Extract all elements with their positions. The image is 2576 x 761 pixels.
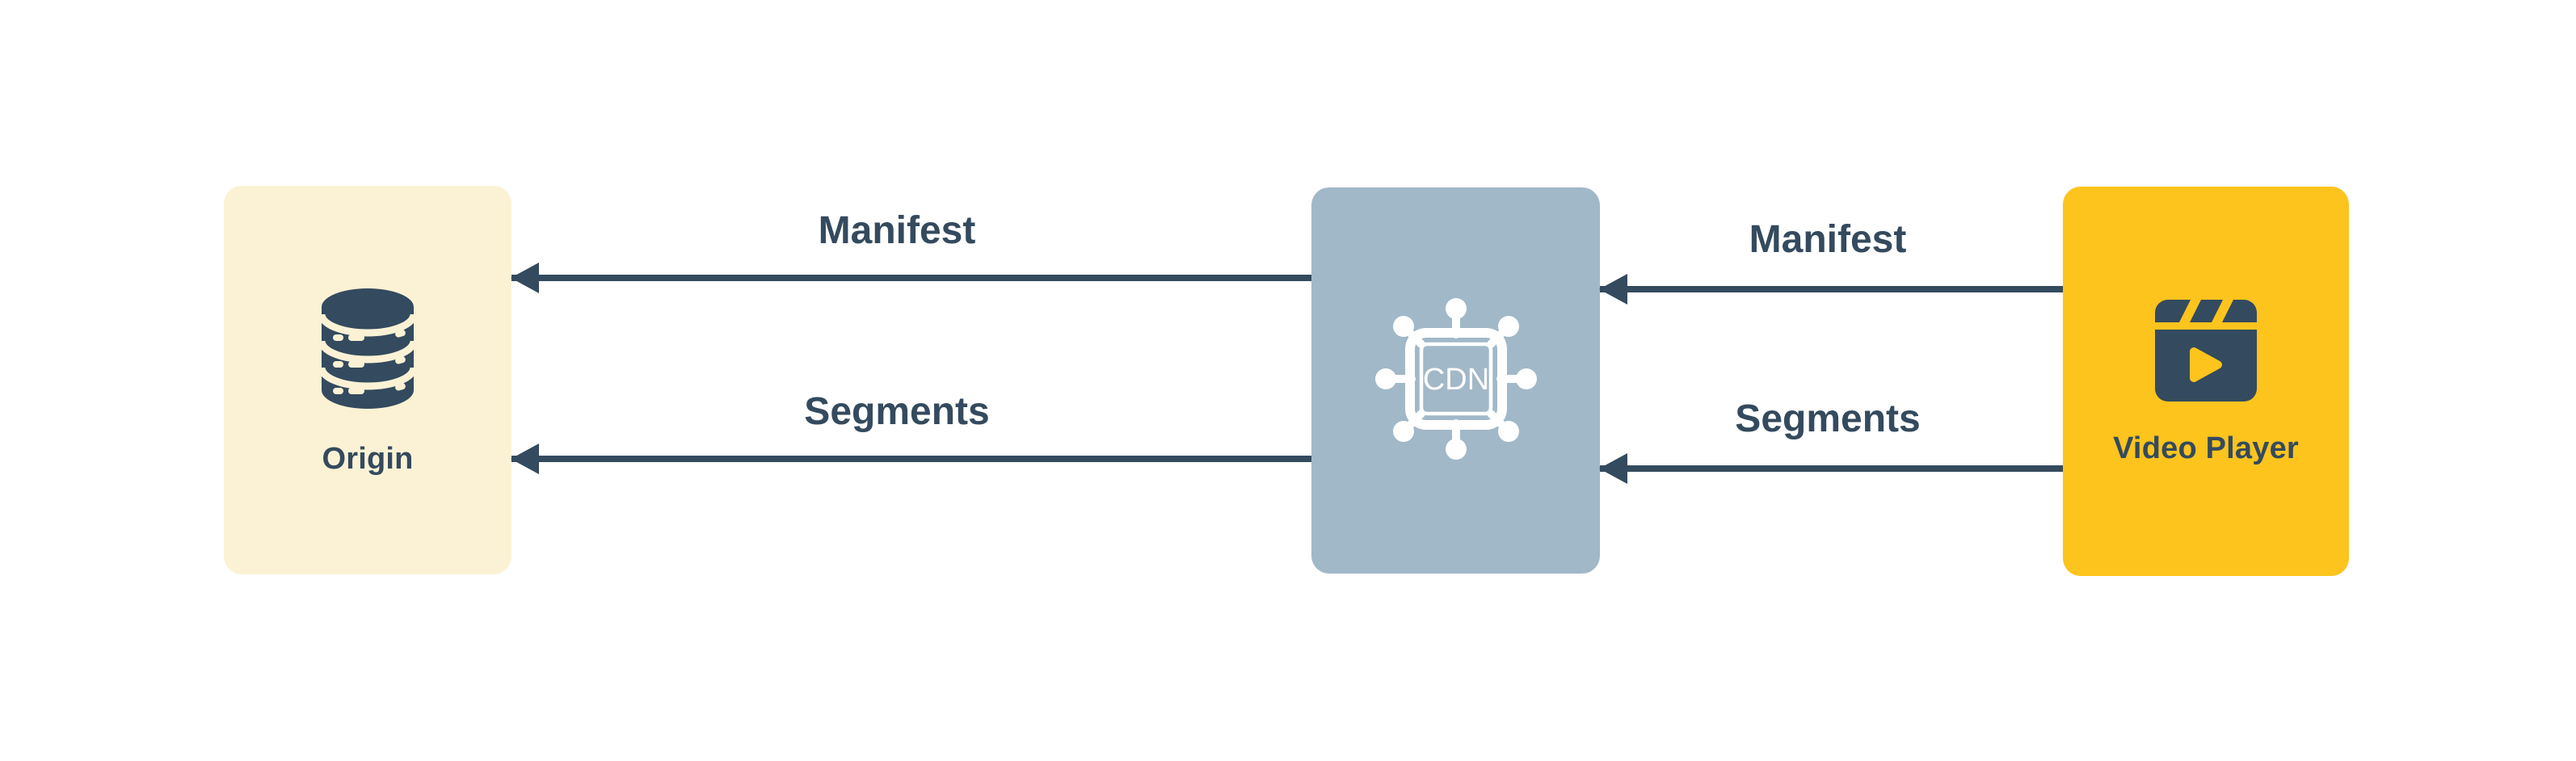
database-icon bbox=[317, 286, 419, 416]
arrowhead-left-icon bbox=[1599, 274, 1627, 305]
arrowhead-left-icon bbox=[1599, 453, 1627, 484]
edge-label-segments-right: Segments bbox=[1735, 397, 1921, 440]
node-label-origin: Origin bbox=[322, 442, 414, 476]
arrow-segments-player-to-cdn bbox=[1599, 453, 2063, 484]
arrowhead-left-icon bbox=[511, 444, 539, 474]
cdn-network-chip-icon: CDN bbox=[1373, 296, 1539, 466]
arrow-manifest-cdn-to-origin bbox=[511, 263, 1311, 293]
node-cdn: CDN bbox=[1311, 187, 1600, 574]
cdn-icon-text: CDN bbox=[1422, 363, 1488, 397]
node-origin: Origin bbox=[224, 186, 511, 574]
edge-label-segments-left: Segments bbox=[804, 390, 990, 433]
arrow-manifest-player-to-cdn bbox=[1599, 274, 2063, 305]
arrow-segments-cdn-to-origin bbox=[511, 444, 1311, 474]
arrowhead-left-icon bbox=[511, 263, 539, 293]
node-video-player: Video Player bbox=[2063, 187, 2349, 576]
edge-label-manifest-left: Manifest bbox=[818, 209, 976, 252]
edge-label-manifest-right: Manifest bbox=[1749, 218, 1907, 261]
clapperboard-play-icon bbox=[2155, 299, 2257, 406]
node-label-video-player: Video Player bbox=[2113, 431, 2299, 465]
